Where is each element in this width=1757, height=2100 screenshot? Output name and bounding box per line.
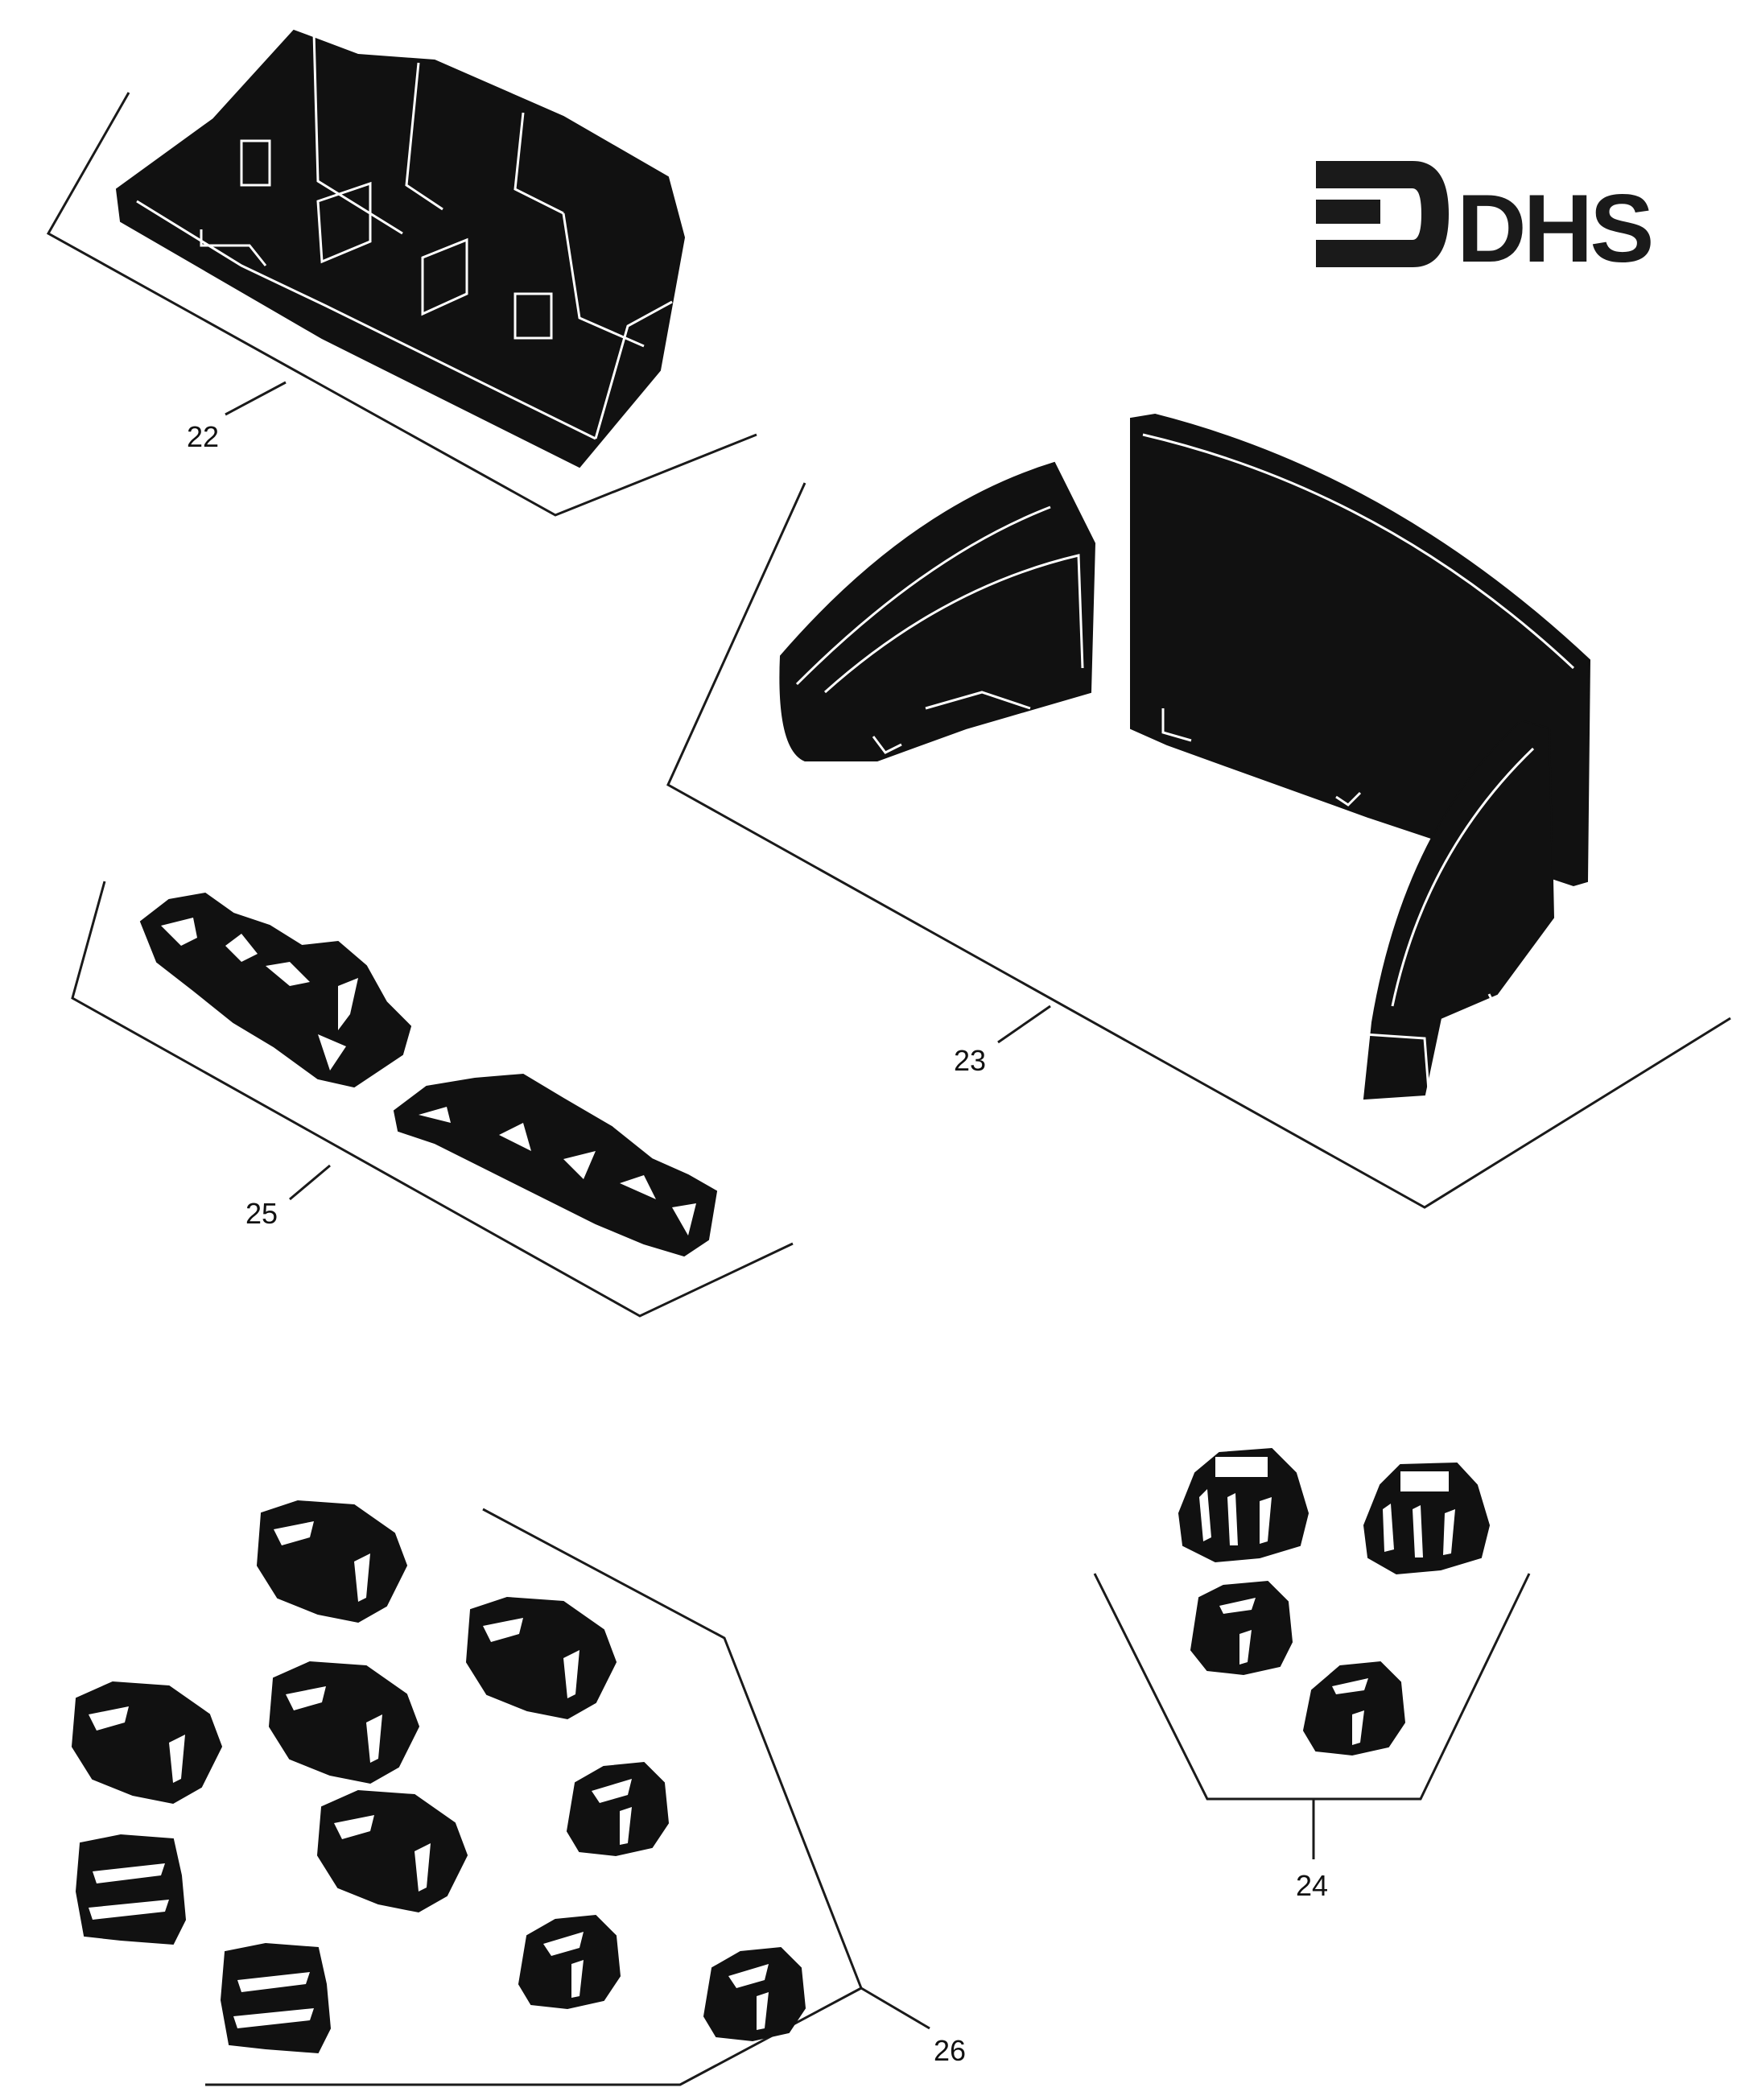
- part-26-stone: [566, 1761, 670, 1857]
- part-26-stone: [465, 1596, 617, 1720]
- part-24-stone-b: [1363, 1462, 1491, 1575]
- logo-text: DHS: [1457, 175, 1651, 283]
- part-26-stone: [220, 1942, 332, 2054]
- part-25-log-right: [393, 1073, 718, 1257]
- part-23-number: 23: [954, 1044, 986, 1077]
- part-26-stone: [268, 1661, 420, 1784]
- part-23-bracket: [666, 482, 1731, 1209]
- part-26-leader: [860, 1987, 930, 2030]
- part-22-grate: [115, 29, 686, 468]
- part-25-leader: [289, 1164, 331, 1201]
- part-22-assembly: 22: [46, 29, 757, 517]
- part-23-right-side-panel: [1363, 719, 1555, 1100]
- part-22-bracket: [46, 92, 757, 517]
- part-22-number: 22: [187, 420, 219, 453]
- dhs-bracket-icon: [1316, 161, 1449, 267]
- part-26-stone: [703, 1946, 806, 2042]
- part-23-assembly: 23: [666, 413, 1731, 1209]
- part-24-number: 24: [1296, 1869, 1328, 1902]
- part-26-stone: [75, 1834, 187, 1945]
- part-25-assembly: 25: [71, 881, 794, 1318]
- part-25-log-left: [139, 892, 412, 1088]
- part-26-stone: [518, 1914, 621, 2010]
- part-24-bracket: [1093, 1573, 1531, 1801]
- part-24-stone-d: [1302, 1661, 1406, 1756]
- part-24-stone-c: [1190, 1580, 1293, 1676]
- part-25-bracket: [71, 881, 794, 1318]
- part-26-stone: [256, 1500, 408, 1623]
- part-24-assembly: 24: [1093, 1447, 1531, 1902]
- part-26-stone: [316, 1789, 468, 1913]
- part-26-number: 26: [934, 2034, 966, 2067]
- dhs-logo: DHS: [1316, 161, 1654, 283]
- part-24-stone-a: [1178, 1447, 1310, 1563]
- part-26-assembly: 26: [71, 1500, 966, 2086]
- part-23-left-side-panel: [779, 461, 1096, 761]
- part-23-back-panel: [1130, 413, 1591, 887]
- part-23-leader: [997, 1005, 1051, 1044]
- part-25-number: 25: [245, 1197, 278, 1230]
- part-26-stone: [71, 1681, 223, 1805]
- part-22-leader: [225, 381, 287, 416]
